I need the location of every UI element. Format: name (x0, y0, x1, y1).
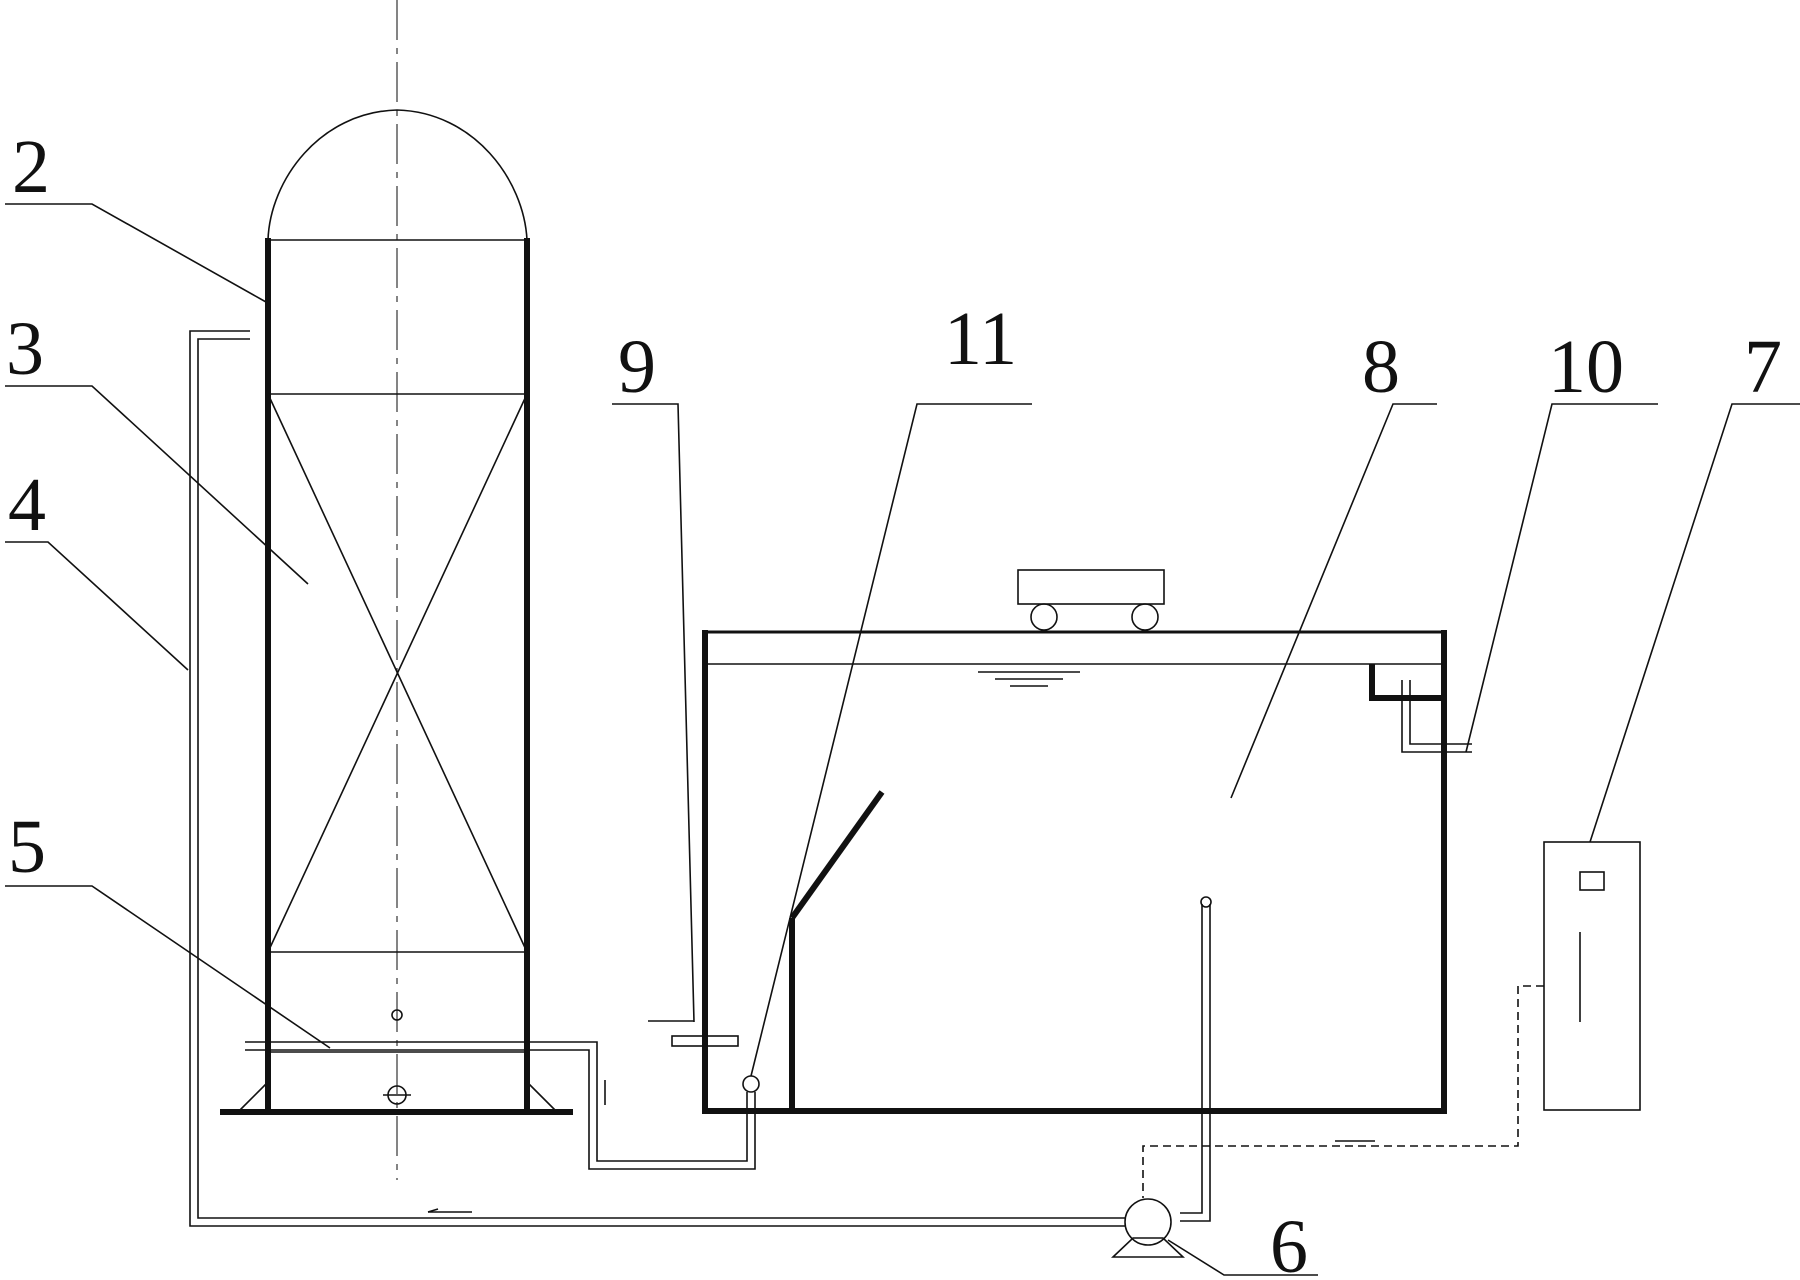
air-pipe-b (1180, 904, 1211, 1222)
label-7: 7 (1744, 325, 1782, 409)
reactor-column (220, 0, 573, 1180)
label-3: 3 (6, 307, 44, 391)
packing-cross-b (267, 393, 528, 953)
leader-9 (612, 403, 695, 1023)
control-cabinet (1142, 841, 1641, 1198)
cabinet-display (1579, 871, 1605, 891)
outlet-weir (1369, 664, 1444, 701)
outlet-pipe-a (1401, 680, 1472, 753)
column-leg-right (526, 1081, 556, 1111)
flow-arrow-recirc-head (427, 1208, 439, 1213)
scraper-trolley (1017, 569, 1165, 605)
leader-2 (5, 203, 267, 303)
pump-base (1110, 1237, 1186, 1258)
leader-11 (750, 403, 1032, 1077)
leader-7 (1589, 403, 1800, 843)
aeration-tank (648, 569, 1472, 1222)
pipe-inner (197, 338, 1125, 1219)
inlet-pipe-outer (245, 1041, 748, 1162)
leader-lines (5, 203, 1800, 1276)
label-8: 8 (1362, 325, 1400, 409)
pump (1110, 1198, 1186, 1258)
cabinet-body (1543, 841, 1641, 1111)
column-leg-left (239, 1081, 269, 1111)
air-pipe-a (1180, 904, 1203, 1214)
label-4: 4 (8, 463, 46, 547)
label-2: 2 (12, 125, 50, 209)
control-signal-line (1142, 985, 1544, 1198)
trolley-wheel-left (1030, 603, 1058, 631)
label-6: 6 (1270, 1205, 1308, 1280)
sample-port (391, 1009, 403, 1021)
label-11: 11 (944, 297, 1017, 381)
column-dome (267, 109, 528, 241)
inlet-distributor (671, 1035, 739, 1047)
outlet-pipe-b (1409, 680, 1472, 745)
leader-6 (1167, 1239, 1318, 1276)
label-10: 10 (1548, 325, 1624, 409)
leader-10 (1465, 403, 1658, 753)
inlet-valve (742, 1075, 760, 1093)
leader-5 (5, 885, 331, 1049)
inlet-pipe (245, 1041, 756, 1170)
pump-body (1124, 1198, 1172, 1246)
leader-8 (1230, 403, 1437, 799)
recirculation-pipe (189, 330, 1125, 1227)
trolley-wheel-right (1131, 603, 1159, 631)
pipe-outer (189, 330, 1125, 1227)
label-5: 5 (8, 805, 46, 889)
leader-4 (5, 541, 189, 671)
inlet-pipe-inner (245, 1049, 756, 1170)
baffle-slant (789, 790, 885, 920)
labels: 2 3 4 5 6 7 8 9 10 11 (6, 125, 1782, 1280)
label-9: 9 (618, 325, 656, 409)
leader-3 (5, 385, 309, 585)
air-pipe-top (1200, 896, 1212, 908)
